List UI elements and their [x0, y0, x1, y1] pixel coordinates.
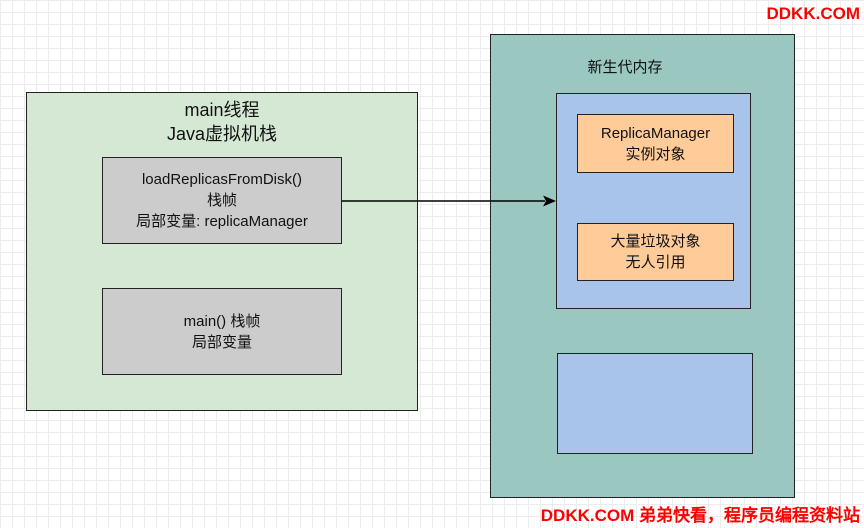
thread-stack-title-line1: main线程 [184, 100, 260, 120]
replica-object-label: 实例对象 [625, 145, 686, 163]
young-gen-title: 新生代内存 [587, 59, 663, 76]
stack-frame-load-replicas: loadReplicasFromDisk() 栈帧 局部变量: replicaM… [102, 157, 342, 244]
thread-stack-title-line2: Java虚拟机栈 [166, 124, 278, 144]
replica-object-name: ReplicaManager [600, 124, 711, 142]
garbage-objects-line1: 大量垃圾对象 [610, 233, 701, 250]
watermark-bottom: DDKK.COM 弟弟快看，程序员编程资料站 [540, 506, 860, 525]
garbage-objects: 大量垃圾对象 无人引用 [577, 223, 734, 281]
frame-main-local-var: 局部变量 [191, 333, 252, 351]
garbage-objects-line2: 无人引用 [625, 254, 686, 271]
replica-manager-object: ReplicaManager 实例对象 [577, 114, 734, 173]
young-gen-region-lower [557, 353, 753, 454]
thread-stack-title: main线程 Java虚拟机栈 [26, 98, 418, 146]
frame-main-method: main() 栈帧 [183, 312, 261, 330]
frame-load-label: 栈帧 [206, 192, 237, 209]
watermark-top: DDKK.COM [766, 4, 861, 23]
reference-arrow-head [543, 195, 556, 207]
frame-load-method: loadReplicasFromDisk() [141, 171, 303, 188]
stack-frame-main: main() 栈帧 局部变量 [102, 288, 342, 375]
frame-load-local-var: 局部变量: replicaManager [136, 213, 308, 230]
